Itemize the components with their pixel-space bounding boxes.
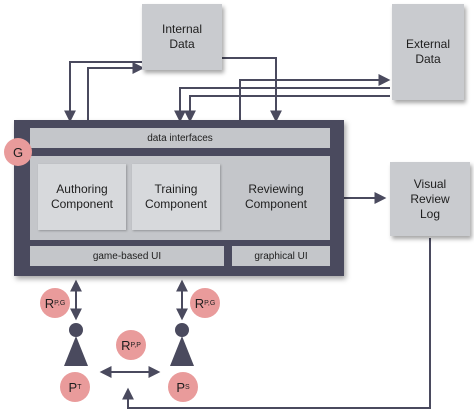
relation-rts-sub: P,P [130,341,141,349]
person-ps-sub: S [185,383,190,391]
relation-rs-sub: P,G [204,299,216,307]
visual-review-log-box: Visual Review Log [390,162,470,236]
person-pt-main: P [68,379,78,395]
relation-rs-main: R [194,295,205,311]
external-data-line-1: External [405,37,451,51]
internal-data-box: Internal Data [142,4,222,70]
relation-rt-sub: P,G [54,299,66,307]
external-data-box: External Data [392,4,464,100]
external-data-line-2: Data [415,52,441,66]
arrow-external-to-interfaces-1 [174,87,390,123]
arrow-internal-right [222,57,282,123]
internal-data-line-2: Data [169,37,195,51]
training-line-2: Component [144,197,208,211]
arrow-interfaces-to-external [239,74,391,120]
arrow-external-to-interfaces-2 [184,95,390,123]
g-badge: G [4,138,32,166]
person-icon-trainee [170,323,194,366]
data-interfaces-bar: data interfaces [30,128,330,148]
graphical-ui-bar: graphical UI [232,246,330,266]
reviewing-line-1: Reviewing [248,182,304,196]
authoring-line-1: Authoring [56,182,108,196]
relation-rt-main: R [44,295,55,311]
arrow-internal-to-interfaces [64,61,142,123]
reviewing-line-2: Component [244,197,308,211]
log-line-2: Review [410,191,450,206]
arrow-log-to-trainer [122,238,431,409]
person-pt-sub: T [77,383,82,391]
game-based-ui-bar: game-based UI [30,246,224,266]
log-line-3: Log [419,206,440,221]
authoring-component: Authoring Component [38,164,126,230]
reviewing-component: Reviewing Component [226,164,326,230]
person-ps-main: P [176,379,185,395]
authoring-line-2: Component [50,197,114,211]
relation-rts-main: R [121,337,131,353]
log-line-1: Visual [413,176,447,191]
person-icon-trainer [64,323,88,366]
internal-data-line-1: Internal [161,22,203,36]
training-component: Training Component [132,164,220,230]
arrow-interfaces-to-internal [87,62,145,120]
training-line-1: Training [154,182,198,196]
